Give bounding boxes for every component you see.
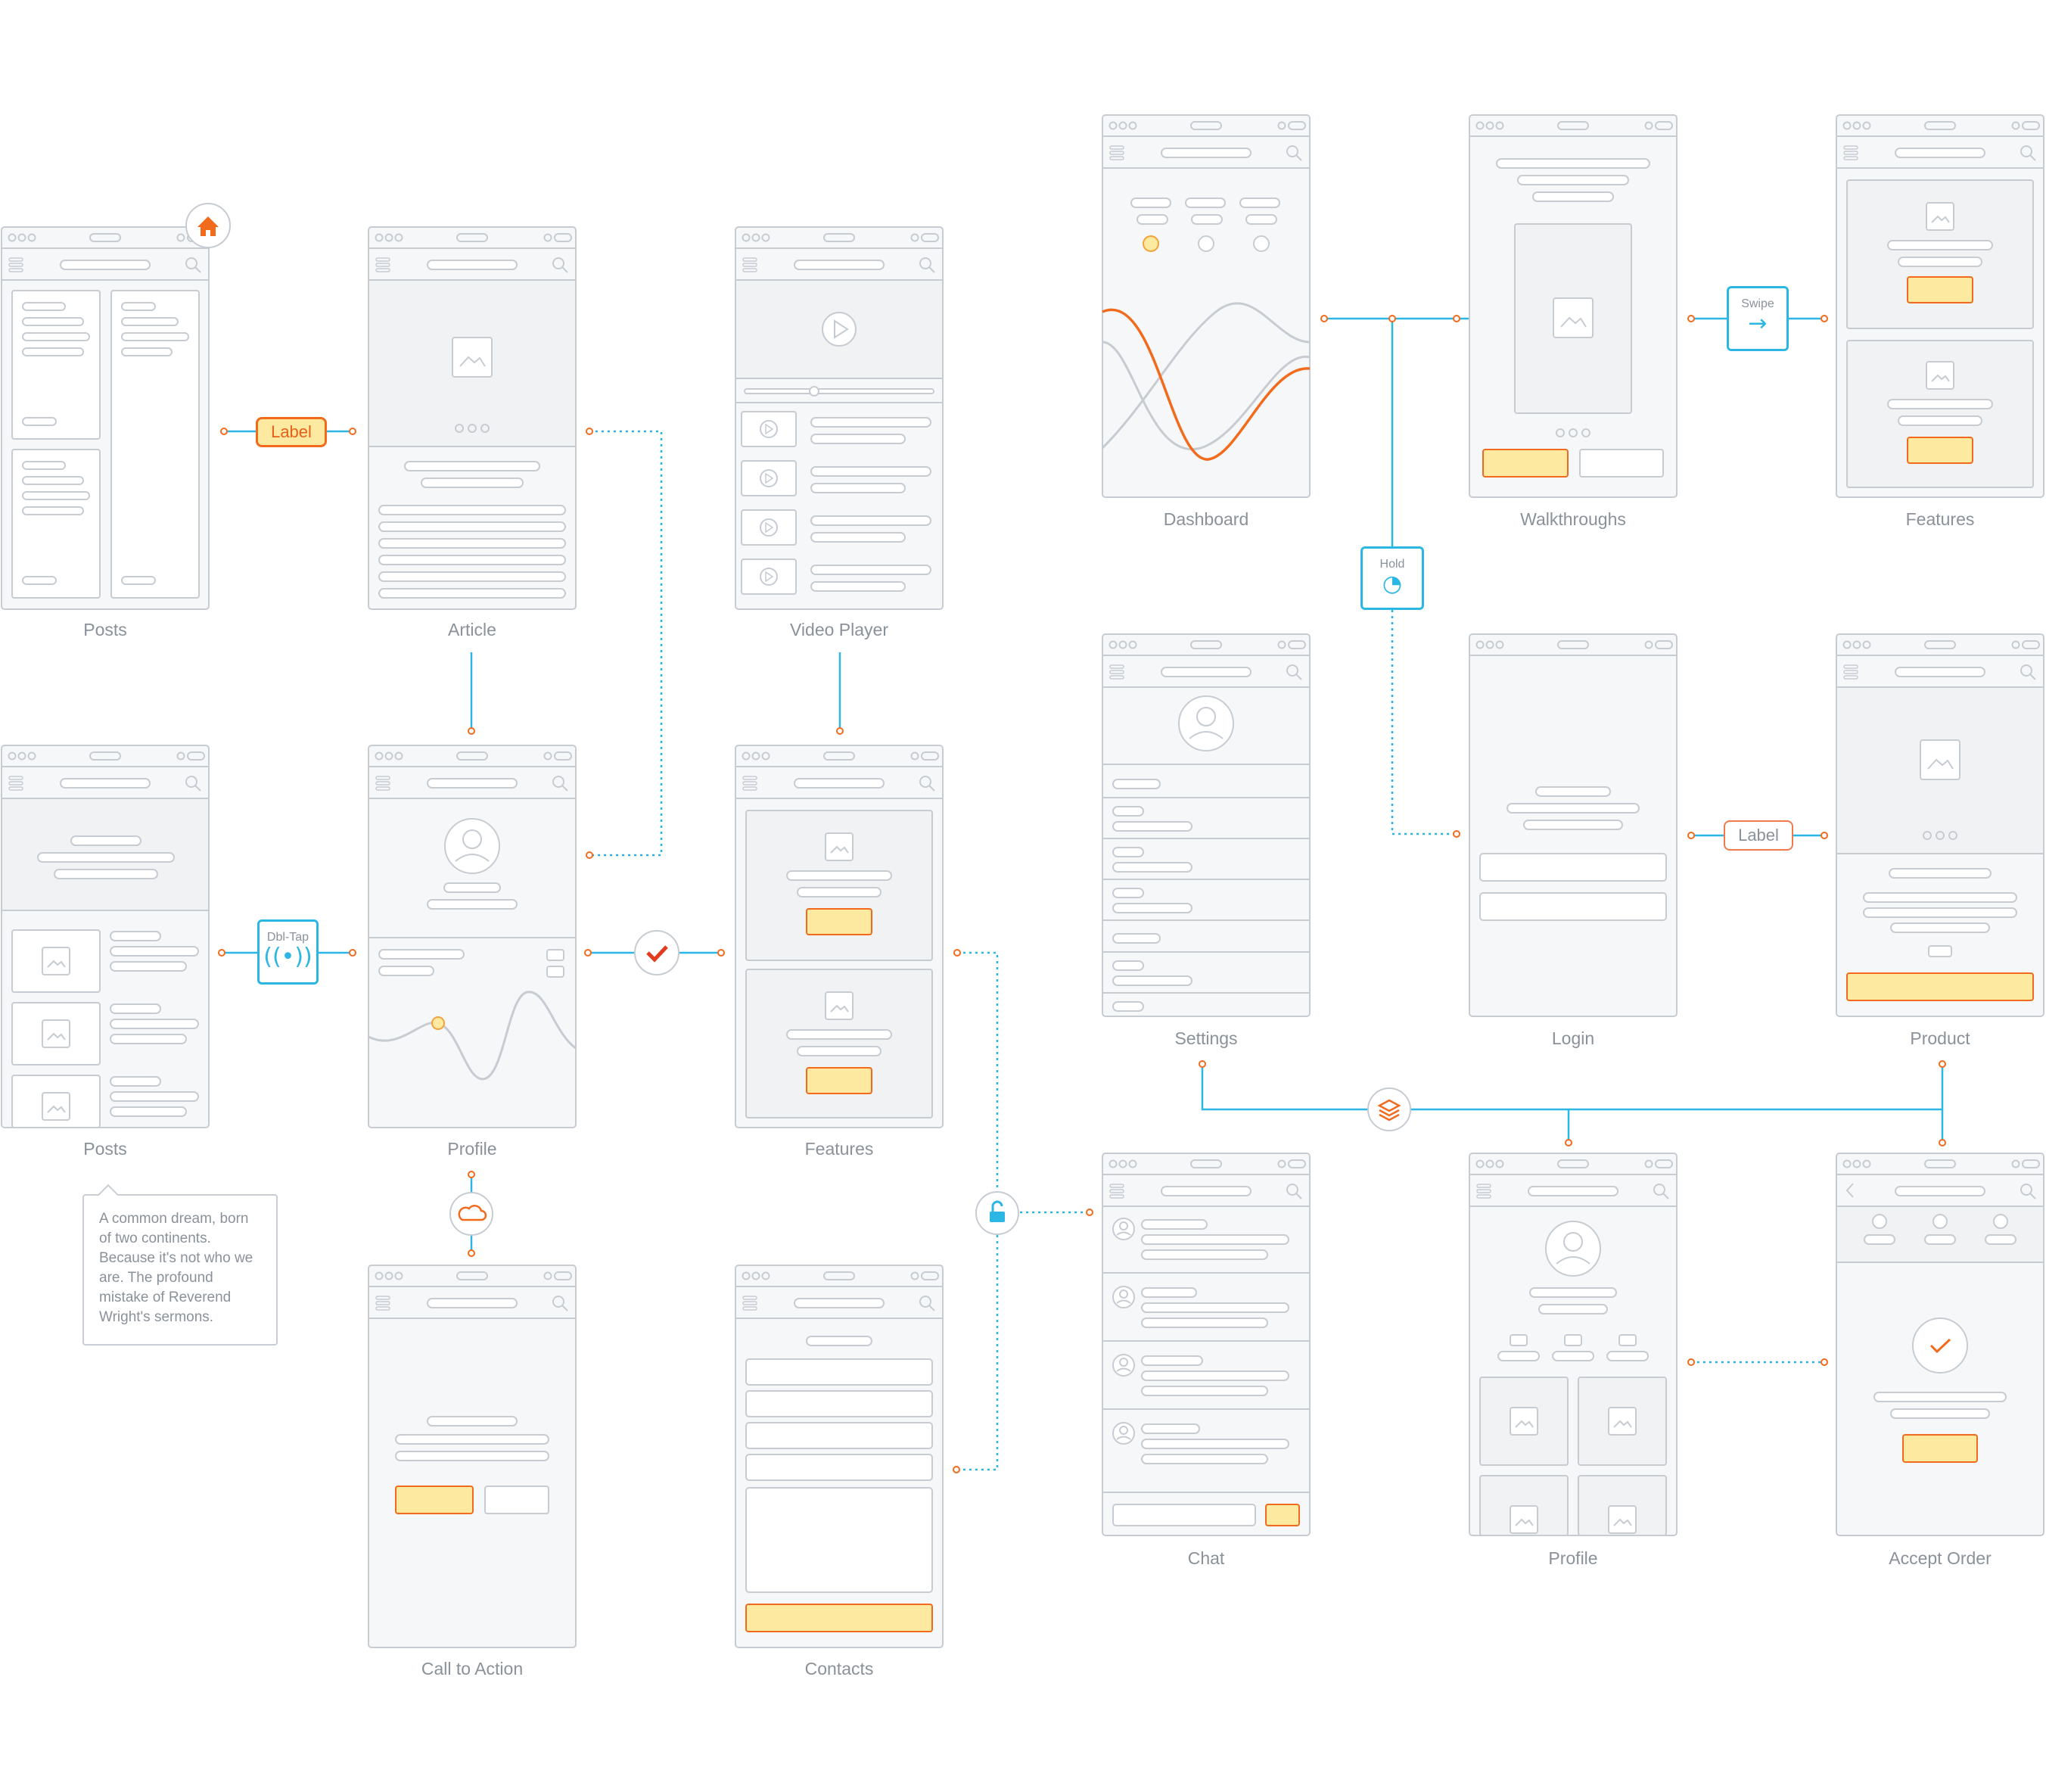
screen-label-login: Login — [1551, 1028, 1595, 1048]
screen-label-profile-chart: Profile — [447, 1139, 497, 1159]
screen-settings[interactable] — [1102, 633, 1311, 1017]
screen-label-video-player: Video Player — [790, 620, 888, 639]
screen-article[interactable] — [368, 226, 577, 610]
screen-label-call-to-action: Call to Action — [421, 1659, 524, 1678]
screen-product[interactable] — [1836, 633, 2044, 1017]
screen-call-to-action[interactable] — [368, 1265, 577, 1648]
screen-label-profile-gallery: Profile — [1548, 1548, 1598, 1568]
connector-label-posts-article[interactable]: Label — [256, 417, 327, 447]
screen-login[interactable] — [1469, 633, 1678, 1017]
hold-icon: ◔ — [1382, 571, 1403, 597]
screen-label-product: Product — [1910, 1028, 1970, 1048]
doubletap-icon: ((•)) — [263, 944, 312, 970]
screen-dashboard[interactable] — [1101, 114, 1311, 498]
unlock-icon[interactable] — [975, 1191, 1019, 1235]
screen-label-features-mid: Features — [804, 1139, 874, 1159]
gesture-hold-label: Hold — [1379, 558, 1405, 571]
screen-label-chat: Chat — [1187, 1548, 1225, 1568]
gesture-swipe[interactable]: Swipe → — [1727, 286, 1789, 351]
layers-icon[interactable] — [1367, 1087, 1411, 1131]
screen-label-posts-list: Posts — [83, 1139, 127, 1159]
gesture-doubletap[interactable]: Dbl-Tap ((•)) — [257, 919, 319, 985]
check-icon[interactable] — [634, 930, 679, 975]
screen-label-walkthroughs: Walkthroughs — [1520, 509, 1626, 529]
screen-label-contacts: Contacts — [804, 1659, 874, 1678]
screen-walkthroughs[interactable] — [1469, 114, 1678, 498]
screen-posts-grid[interactable] — [1, 226, 210, 610]
gesture-hold[interactable]: Hold ◔ — [1360, 546, 1424, 610]
gesture-swipe-label: Swipe — [1741, 297, 1774, 310]
gesture-doubletap-label: Dbl-Tap — [266, 931, 309, 944]
screen-video-player[interactable] — [735, 226, 944, 610]
screen-label-dashboard: Dashboard — [1163, 509, 1249, 529]
cloud-icon[interactable] — [449, 1192, 493, 1236]
screen-accept-order[interactable] — [1836, 1153, 2044, 1536]
screen-label-accept-order: Accept Order — [1889, 1548, 1992, 1568]
screen-label-article: Article — [448, 620, 496, 639]
screen-label-features-top: Features — [1905, 509, 1975, 529]
home-icon[interactable] — [185, 203, 231, 248]
connector-label-login-product[interactable]: Label — [1724, 820, 1793, 851]
screen-contacts[interactable] — [735, 1265, 944, 1648]
screen-profile-chart[interactable] — [368, 745, 577, 1128]
screen-chat[interactable] — [1102, 1153, 1311, 1536]
note-text: A common dream, born of two continents. … — [99, 1211, 253, 1325]
note-card: A common dream, born of two continents. … — [82, 1194, 278, 1346]
screen-profile-gallery[interactable] — [1469, 1153, 1678, 1536]
screen-label-posts-grid: Posts — [83, 620, 127, 639]
screen-label-settings: Settings — [1174, 1028, 1238, 1048]
screen-features-top[interactable] — [1836, 114, 2044, 498]
swipe-arrow-icon: → — [1748, 310, 1768, 337]
screen-features-mid[interactable] — [735, 745, 944, 1128]
screen-posts-list[interactable] — [1, 745, 210, 1128]
